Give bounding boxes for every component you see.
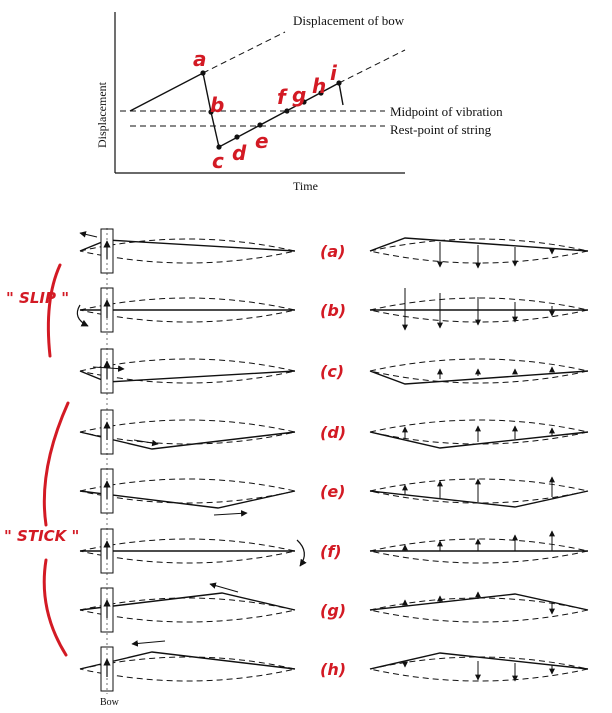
trace-point	[336, 80, 342, 86]
frame-label: (a)	[320, 242, 345, 261]
rotation-arrow-b	[76, 304, 89, 327]
x-axis-label: Time	[293, 179, 318, 193]
envelope-right	[369, 538, 589, 564]
trace-points	[200, 70, 342, 150]
frame-label: (g)	[320, 601, 346, 620]
envelope-left	[79, 656, 296, 682]
point-letters: a b c d e f g h i	[193, 47, 338, 173]
envelope-left	[79, 478, 296, 504]
bow-line-label: Displacement of bow	[293, 13, 405, 28]
slip-bracket	[46, 263, 62, 358]
motion-arrow	[213, 510, 248, 517]
string-left	[79, 490, 296, 509]
bow-line-lower	[338, 49, 406, 84]
envelope-right	[369, 597, 589, 623]
motion-arrow	[92, 365, 125, 372]
bow-line-upper	[202, 31, 286, 74]
envelope-left	[79, 297, 296, 323]
point-label-g: g	[292, 83, 306, 107]
motion-arrow	[79, 231, 98, 238]
rest-point-label: Rest-point of string	[390, 122, 492, 137]
trace-point	[257, 122, 263, 128]
envelope-right	[369, 238, 589, 264]
stick-bracket-upper	[42, 401, 70, 527]
phase-brackets: " SLIP " " STICK "	[4, 263, 79, 657]
point-label-a: a	[193, 47, 207, 71]
point-label-b: b	[210, 93, 224, 117]
trace-point	[200, 70, 206, 76]
frame-row: (h)	[79, 640, 589, 692]
frame-row: (a)	[79, 228, 589, 274]
envelope-right	[369, 656, 589, 682]
trace-point	[301, 99, 307, 105]
stick-label: " STICK "	[4, 527, 79, 545]
trace-point	[234, 134, 240, 140]
envelope-right	[369, 419, 589, 445]
string-right	[369, 593, 589, 611]
motion-arrow	[209, 582, 239, 593]
trace-point	[318, 90, 324, 96]
string-right	[369, 237, 589, 252]
trace-point	[216, 144, 222, 150]
motion-arrow	[131, 640, 166, 647]
frame-label: (b)	[320, 301, 346, 320]
string-right	[369, 652, 589, 670]
frame-label: (c)	[320, 362, 344, 381]
envelope-right	[369, 297, 589, 323]
motion-arrow	[133, 439, 159, 447]
point-label-i: i	[330, 61, 338, 85]
slip-label: " SLIP "	[6, 289, 69, 307]
frame-row: (d)	[79, 409, 589, 455]
stick-bracket-lower	[42, 558, 68, 657]
point-label-c: c	[212, 149, 224, 173]
trace-point	[284, 108, 290, 114]
rotation-arrow-f	[296, 539, 307, 567]
point-label-e: e	[255, 129, 269, 153]
point-label-h: h	[312, 74, 326, 98]
string-left	[79, 592, 296, 611]
point-label-d: d	[232, 141, 247, 165]
string-displacement-trace	[129, 71, 344, 149]
frame-row: (e)	[79, 468, 589, 517]
frame-label: (d)	[320, 423, 346, 442]
envelope-right	[369, 478, 589, 504]
frame-row: (g)	[79, 582, 589, 633]
string-right	[369, 431, 589, 449]
trace-point	[208, 109, 214, 115]
string-frames: (a) (b) (c) (d) (e) (f) (g) (h)	[76, 228, 589, 694]
point-label-f: f	[277, 85, 288, 109]
envelope-left	[79, 538, 296, 564]
envelope-left	[79, 358, 296, 384]
frame-label: (h)	[320, 660, 346, 679]
frame-row: (b)	[79, 287, 589, 333]
y-axis-label: Displacement	[95, 81, 109, 148]
bow-label: Bow	[100, 697, 120, 708]
frame-label: (e)	[320, 482, 345, 501]
frame-row: (f)	[79, 528, 589, 574]
frame-label: (f)	[320, 542, 342, 561]
envelope-left	[79, 238, 296, 264]
frame-row: (c)	[79, 348, 589, 394]
midpoint-label: Midpoint of vibration	[390, 104, 503, 119]
envelope-left	[79, 597, 296, 623]
string-right	[369, 370, 589, 385]
string-right	[369, 490, 589, 508]
displacement-time-graph: Displacement Time Midpoint of vibration …	[95, 12, 503, 193]
